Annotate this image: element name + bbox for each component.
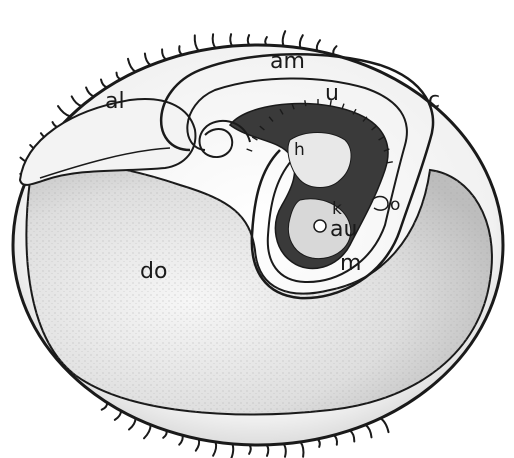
label-k: k (332, 199, 342, 219)
villus (179, 435, 183, 445)
villus (249, 445, 251, 454)
label-c: c (428, 88, 440, 113)
somite-tick (305, 100, 306, 106)
villus (101, 80, 107, 88)
villus (265, 37, 267, 45)
villus (267, 445, 269, 456)
villus (128, 59, 136, 72)
label-m: m (340, 251, 361, 276)
villus (117, 73, 122, 80)
villus (381, 418, 389, 432)
villus (115, 411, 121, 420)
villus (129, 418, 136, 429)
villus (196, 439, 199, 451)
villus (333, 46, 336, 55)
villus (102, 403, 108, 410)
label-do: do (140, 259, 167, 284)
villus (72, 96, 82, 106)
villus (317, 439, 319, 447)
label-u: u (325, 81, 339, 106)
somite-tick (387, 162, 393, 163)
villus (301, 442, 304, 457)
villus (179, 46, 182, 55)
villus (248, 35, 250, 45)
villus (144, 425, 151, 439)
villus (58, 106, 70, 116)
villus (230, 34, 232, 46)
villus (334, 435, 337, 445)
villus (365, 425, 371, 438)
label-am: am (270, 49, 305, 74)
label-al: al (105, 89, 125, 114)
villus (300, 35, 303, 48)
label-h: h (294, 140, 305, 160)
villus (213, 442, 216, 456)
villus (283, 31, 286, 46)
villus (162, 49, 166, 59)
villus (195, 35, 199, 51)
label-o: o (390, 195, 400, 215)
ear-vesicle (314, 220, 326, 232)
villus (145, 53, 151, 65)
villus (231, 444, 234, 458)
villus (284, 444, 286, 457)
villus (86, 88, 94, 97)
label-au: au (330, 217, 357, 242)
villus (213, 34, 216, 48)
villus (350, 430, 355, 441)
villus (317, 40, 320, 51)
